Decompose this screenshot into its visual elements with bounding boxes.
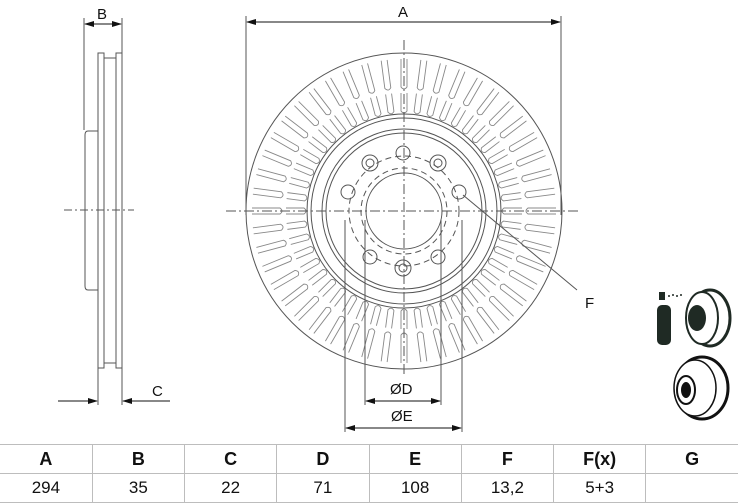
col-header-e: E	[368, 444, 462, 474]
side-view	[58, 18, 170, 405]
vented-disc-icon	[673, 355, 730, 421]
cell-b: 35	[91, 473, 186, 503]
cell-c: 22	[183, 473, 278, 503]
col-header-fx: F(x)	[552, 444, 647, 474]
cell-d: 71	[276, 473, 370, 503]
col-header-b: B	[91, 444, 186, 474]
cell-f: 13,2	[460, 473, 555, 503]
cell-a: 294	[0, 473, 93, 503]
technical-drawing: B C	[58, 4, 732, 432]
cell-g	[645, 473, 738, 503]
dim-label-f: F	[585, 295, 594, 312]
table-row: 294 35 22 71 108 13,2 5+3	[0, 473, 738, 503]
spec-table: A B C D E F F(x) G 294 35 22 71 108 13,2…	[0, 444, 738, 503]
front-view	[226, 16, 580, 432]
table-header-row: A B C D E F F(x) G	[0, 444, 738, 474]
dim-label-a: A	[398, 4, 408, 21]
cell-e: 108	[368, 473, 462, 503]
col-header-g: G	[645, 444, 738, 474]
col-header-c: C	[183, 444, 278, 474]
dim-label-e: ØE	[391, 408, 413, 425]
col-header-f: F	[460, 444, 555, 474]
dim-label-d: ØD	[390, 381, 413, 398]
cell-fx: 5+3	[552, 473, 647, 503]
dim-label-b: B	[97, 6, 107, 23]
dim-label-c: C	[152, 383, 163, 400]
col-header-d: D	[276, 444, 370, 474]
col-header-a: A	[0, 444, 93, 474]
brake-cleaner-spray-icon	[657, 288, 732, 348]
